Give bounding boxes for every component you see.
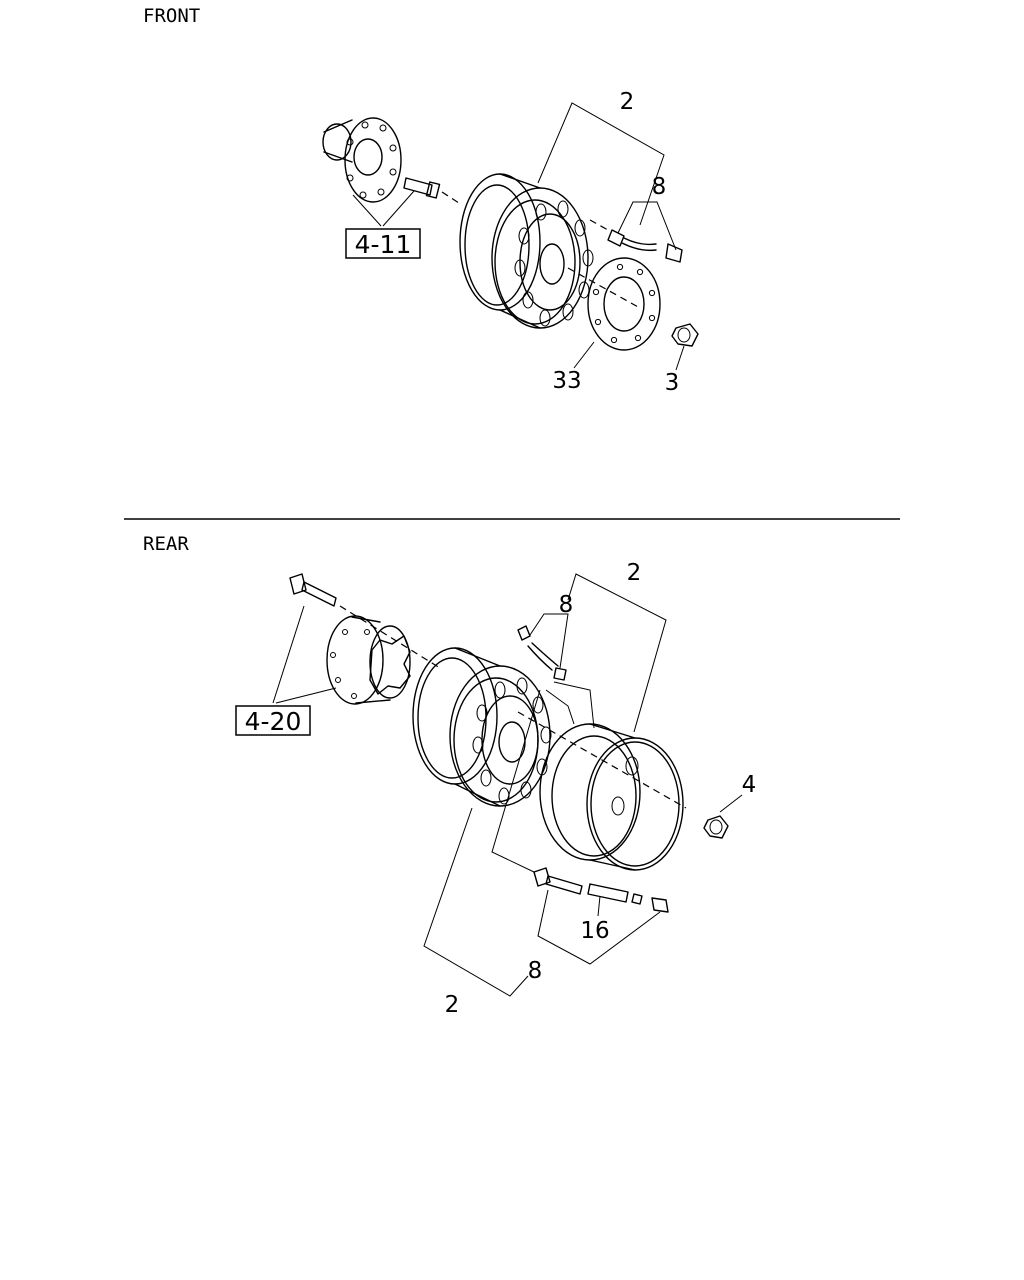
rear-hub	[326, 615, 411, 705]
rear-top-valve-stem	[517, 625, 567, 681]
front-callout-wheel: 2	[620, 89, 635, 115]
rear-callout-extension: 16	[580, 918, 609, 944]
rear-wheel-nut	[703, 815, 729, 839]
rear-outer-wheel-rim	[539, 723, 684, 871]
rear-callout-leaders	[423, 573, 743, 997]
front-section-title: FRONT	[143, 5, 200, 27]
rear-bottom-valve-stem	[533, 867, 669, 913]
front-wheel-rim	[459, 173, 594, 329]
rear-section-title: REAR	[143, 533, 189, 555]
rear-callout-wheel-bottom: 2	[445, 992, 460, 1018]
front-callout-ring: 33	[552, 368, 581, 394]
rear-ref-label: 4-20	[245, 707, 302, 736]
front-hub	[322, 117, 402, 203]
front-ref-box[interactable]: 4-11	[345, 190, 421, 259]
rear-callout-valve-bottom: 8	[528, 958, 543, 984]
rear-hub-stud	[289, 573, 441, 669]
front-valve-stem	[607, 229, 683, 263]
front-callout-nut: 3	[665, 370, 680, 396]
front-section: FRONT 4-11	[143, 5, 699, 396]
front-callout-leaders	[537, 102, 685, 371]
rear-ref-box[interactable]: 4-20	[235, 605, 337, 736]
rear-inner-wheel-rim	[412, 647, 552, 807]
front-callout-valve: 8	[652, 174, 667, 200]
front-ref-label: 4-11	[355, 230, 412, 259]
rear-callout-nut: 4	[742, 772, 757, 798]
rear-callout-wheel-top: 2	[627, 560, 642, 586]
front-wheel-ring	[587, 257, 661, 351]
front-wheel-nut	[671, 323, 699, 347]
front-hub-stud	[403, 177, 463, 206]
rear-callout-valve-top: 8	[559, 592, 574, 618]
rear-section: REAR 4-20	[143, 533, 756, 1018]
